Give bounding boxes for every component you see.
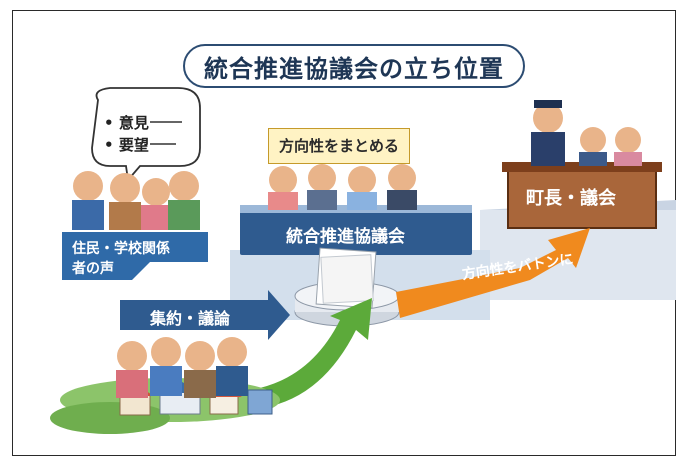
- bubble-item-opinion-text: 意見: [118, 114, 149, 132]
- bubble-item-opinion: • 意見: [104, 112, 149, 133]
- residents-label-line1: 住民・学校関係: [72, 241, 170, 257]
- bubble-item-request-text: 要望: [118, 136, 149, 154]
- bubble-item-request: • 要望: [104, 134, 149, 155]
- green-arrow: [250, 298, 372, 408]
- mayor-and-council: [531, 100, 642, 166]
- residents-group-bottom: [116, 337, 248, 398]
- aggregate-arrow: [120, 290, 290, 340]
- bubble-bullet-2: •: [104, 136, 114, 154]
- mayor-podium: [507, 169, 657, 229]
- residents-label-line2: 者の声: [72, 261, 114, 277]
- mayor-label: 町長・議会: [526, 188, 616, 209]
- direction-box: 方向性をまとめる: [268, 128, 411, 164]
- council-table: [240, 210, 472, 255]
- residents-group-top: [72, 171, 200, 230]
- page-title: 統合推進協議会の立ち位置: [183, 44, 525, 88]
- orange-arrow: [396, 228, 590, 318]
- aggregate-label: 集約・議論: [150, 309, 231, 328]
- council-label: 統合推進協議会: [286, 227, 405, 247]
- residents-label-box: [62, 232, 208, 280]
- bubble-bullet: •: [104, 114, 114, 132]
- council-members: [268, 164, 417, 210]
- speech-bubble: [91, 87, 201, 183]
